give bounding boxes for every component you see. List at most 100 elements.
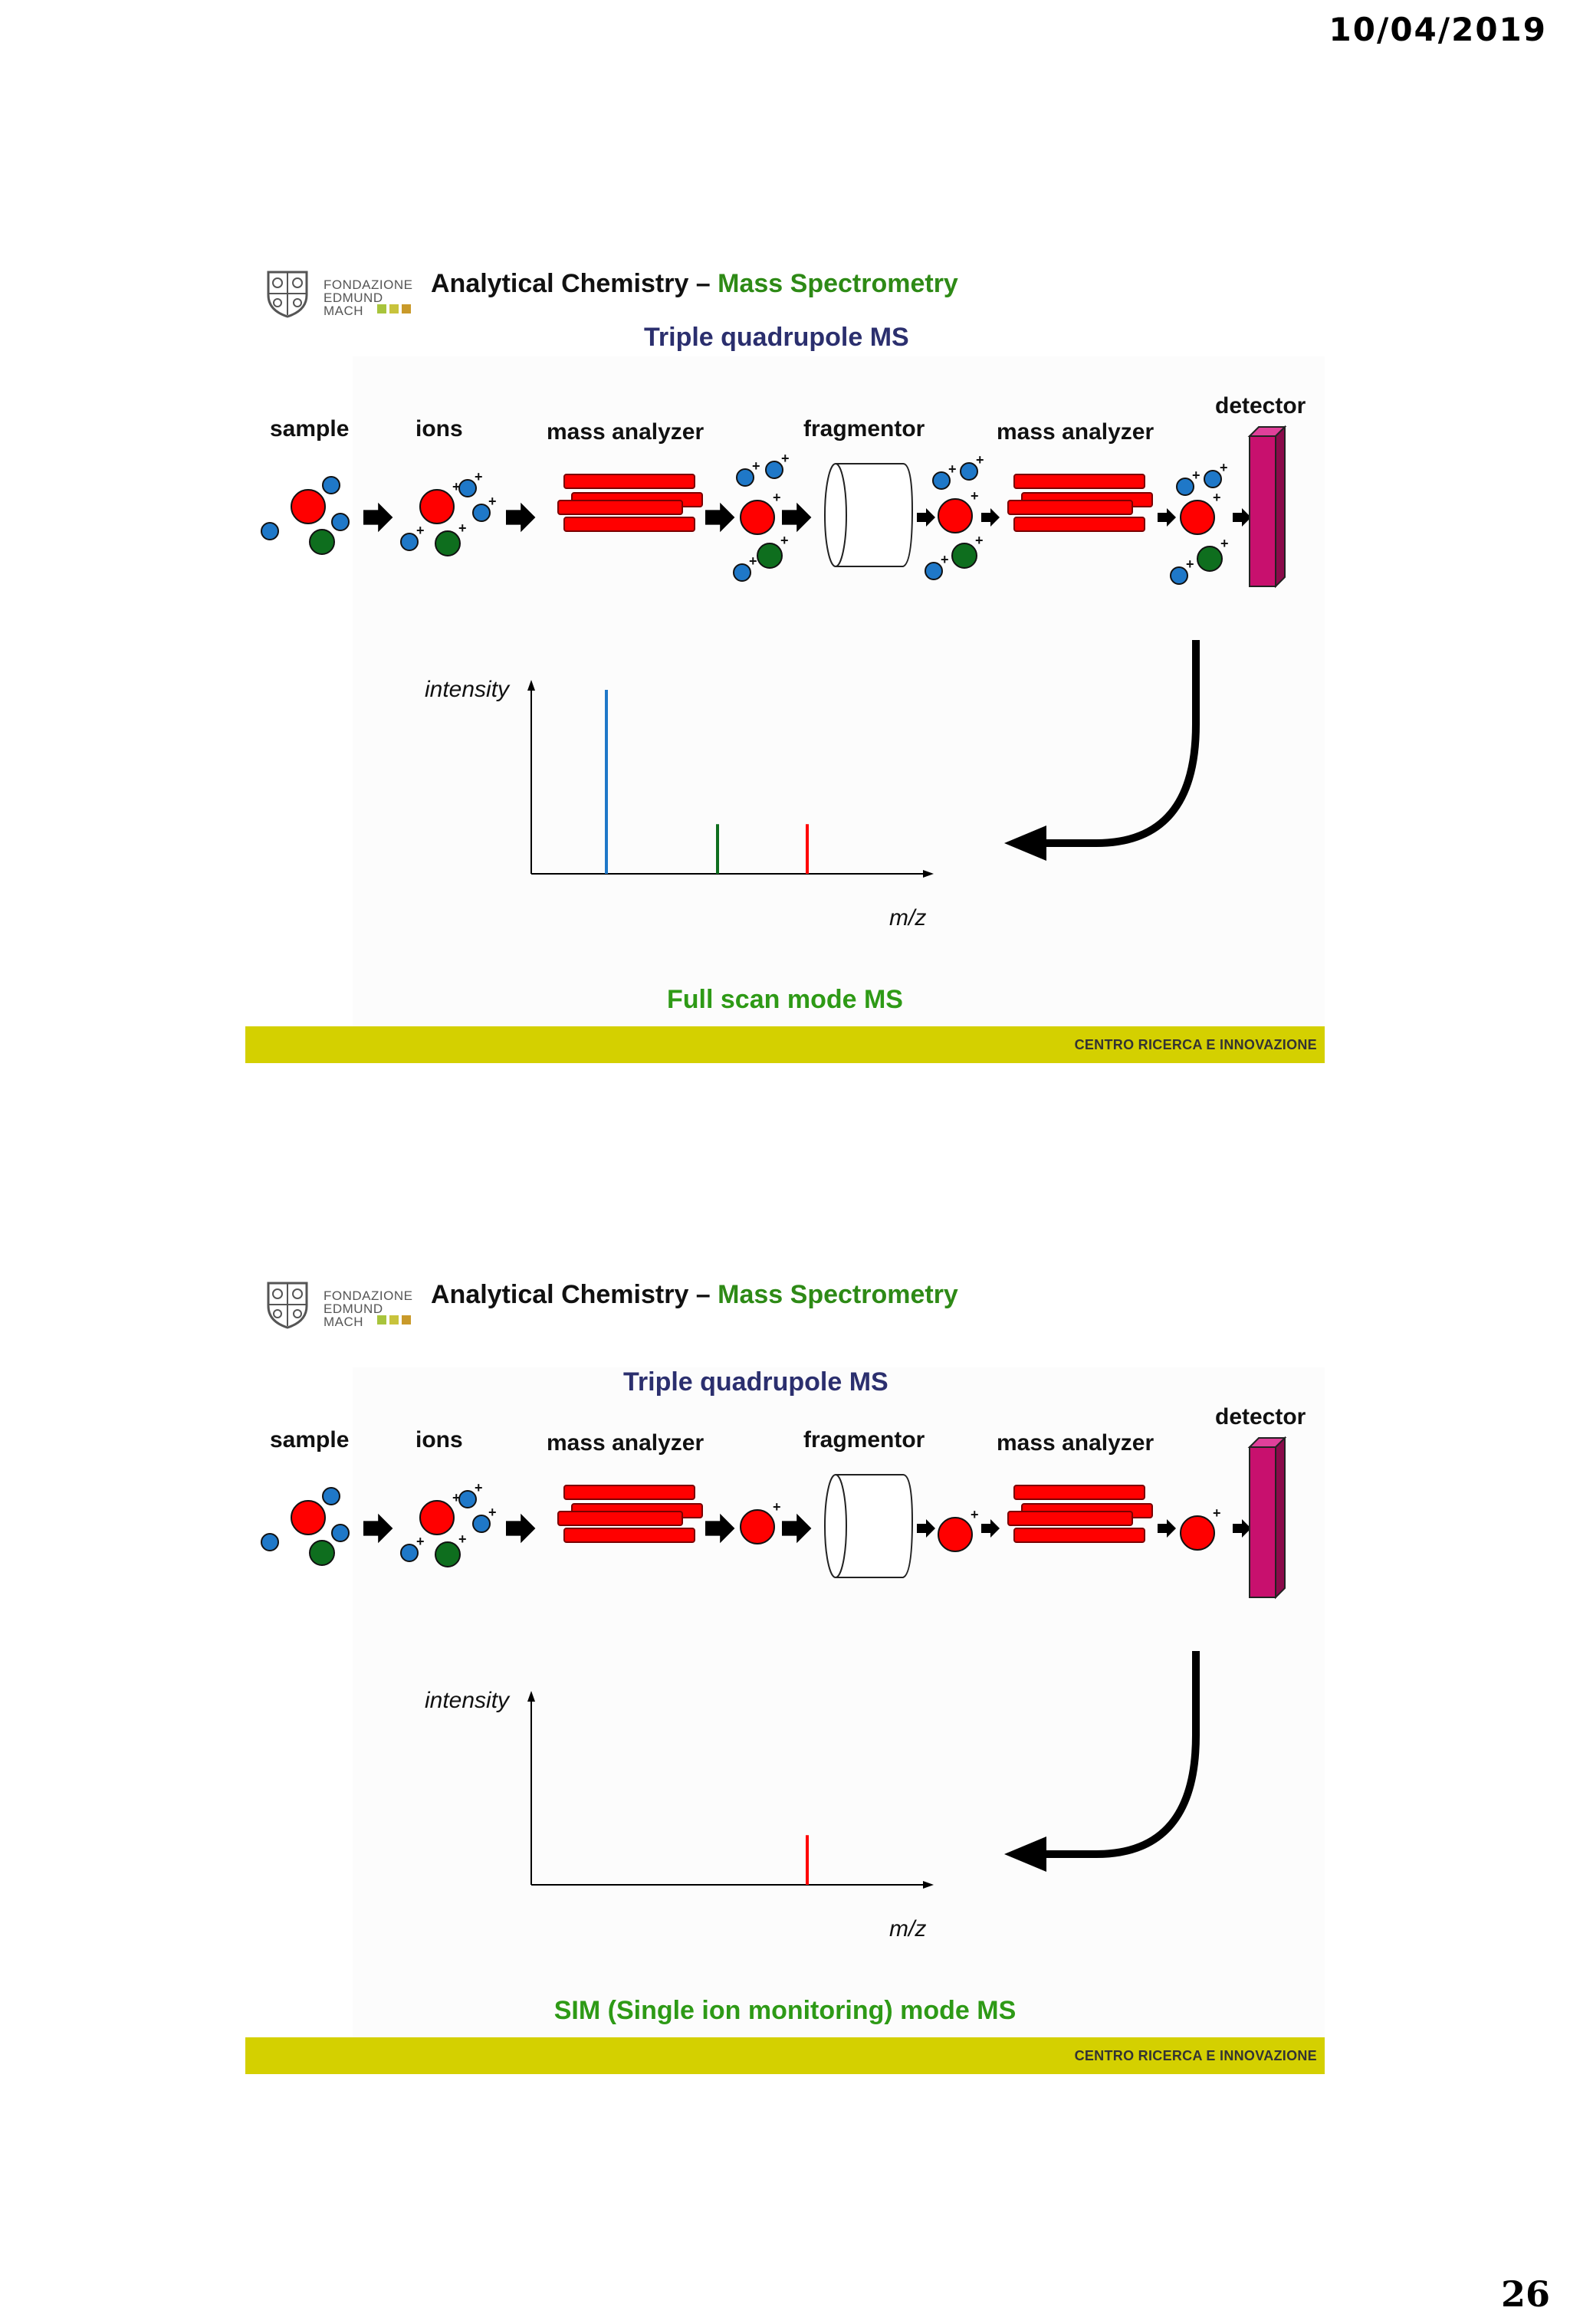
sample-molecule: [261, 1533, 279, 1551]
mode-label: SIM (Single ion monitoring) mode MS: [553, 1996, 1017, 2025]
logo-squares-icon: [377, 304, 411, 313]
selected-ion: [740, 1509, 775, 1544]
fragment-ion: [932, 471, 951, 490]
ion: [733, 563, 751, 582]
label-fragmentor: fragmentor: [803, 416, 925, 441]
fem-logo: FONDAZIONE EDMUND MACH: [261, 1277, 414, 1331]
charge-plus: +: [781, 451, 790, 466]
quadrupole-rod: [557, 500, 683, 515]
quadrupole-rod: [1007, 500, 1133, 515]
charge-plus: +: [1220, 460, 1228, 475]
label-mass-analyzer-1: mass analyzer: [547, 419, 705, 445]
label-detector: detector: [1215, 1404, 1306, 1430]
label-detector: detector: [1215, 393, 1306, 419]
fem-crest-icon: [267, 271, 308, 318]
sample-molecule: [331, 1524, 350, 1542]
header-title: Analytical Chemistry – Mass Spectrometry: [431, 269, 958, 299]
selected-ion: [938, 1517, 973, 1552]
ms-diagram: ++++++++: [261, 1436, 1287, 1889]
ion: [458, 1490, 477, 1508]
quadrupole-rod: [557, 1511, 683, 1526]
ion: [1176, 478, 1194, 496]
y-axis-arrowhead: [527, 680, 535, 691]
quadrupole-rod: [563, 517, 695, 532]
slide-full-scan: FONDAZIONE EDMUND MACH Analytical Chemis…: [245, 257, 1325, 1063]
header-title-black: Analytical Chemistry –: [431, 269, 718, 298]
slide-subtitle: Triple quadrupole MS: [623, 1367, 888, 1397]
ion: [740, 500, 775, 535]
fragmentor-cell: [836, 1474, 914, 1578]
footer-bar: CENTRO RICERCA E INNOVAZIONE: [245, 1026, 1325, 1063]
charge-plus: +: [752, 458, 760, 474]
detector-side: [1275, 1436, 1286, 1600]
ion: [400, 1544, 419, 1562]
ms-diagram: ++++++++++++++++++++: [261, 425, 1287, 878]
footer-bar: CENTRO RICERCA E INNOVAZIONE: [245, 2037, 1325, 2074]
fragment-ion: [938, 498, 973, 533]
charge-plus: +: [773, 1499, 781, 1515]
flow-arrow-icon: [917, 508, 935, 527]
label-mass-analyzer-1: mass analyzer: [547, 1430, 705, 1456]
return-arrow-icon: [1043, 1651, 1200, 1858]
sample-molecule: [291, 489, 326, 524]
fragmentor-cell: [836, 463, 914, 567]
detector-side: [1275, 425, 1286, 589]
flow-arrow-icon: [506, 502, 536, 533]
ion: [736, 468, 754, 487]
quadrupole-rod: [563, 474, 695, 489]
page-date: 10/04/2019: [1329, 11, 1547, 48]
flow-arrow-icon: [917, 1519, 935, 1538]
ion: [400, 533, 419, 551]
charge-plus: +: [475, 1480, 483, 1495]
flow-arrow-icon: [705, 502, 735, 533]
charge-plus: +: [948, 461, 957, 477]
y-axis-label: intensity: [425, 1688, 510, 1713]
ion: [757, 543, 783, 569]
flow-arrow-icon: [506, 1513, 536, 1544]
sample-molecule: [309, 1540, 335, 1566]
ion: [1180, 500, 1215, 535]
label-ions: ions: [415, 416, 463, 441]
label-ions: ions: [415, 1427, 463, 1452]
slide-subtitle: Triple quadrupole MS: [644, 323, 909, 352]
ion: [419, 489, 455, 524]
charge-plus: +: [780, 533, 789, 548]
flow-arrow-icon: [1158, 1519, 1176, 1538]
x-axis-label: m/z: [889, 905, 927, 931]
return-arrow-head: [1004, 1837, 1046, 1872]
ion: [435, 530, 461, 556]
sample-molecule: [261, 522, 279, 540]
quadrupole-rod: [1013, 1485, 1145, 1500]
label-mass-analyzer-2: mass analyzer: [997, 1430, 1155, 1456]
header-title-green: Mass Spectrometry: [718, 269, 958, 298]
quadrupole-rod: [1007, 1511, 1133, 1526]
quadrupole-rod: [1013, 1528, 1145, 1543]
fem-crest-icon: [267, 1282, 308, 1329]
detector-plate: [1249, 435, 1276, 587]
header-title-black: Analytical Chemistry –: [431, 1280, 718, 1309]
logo-squares-icon: [377, 1315, 411, 1324]
ion: [765, 461, 783, 479]
label-mass-analyzer-2: mass analyzer: [997, 419, 1155, 445]
quadrupole-rod: [563, 1528, 695, 1543]
return-arrow-icon: [1043, 640, 1200, 847]
charge-plus: +: [416, 523, 425, 538]
fragment-ion: [925, 562, 943, 580]
flow-arrow-icon: [782, 1513, 812, 1544]
charge-plus: +: [941, 552, 949, 567]
ion: [458, 479, 477, 497]
charge-plus: +: [1192, 468, 1200, 483]
sample-molecule: [322, 1487, 340, 1505]
flow-arrow-icon: [705, 1513, 735, 1544]
sample-molecule: [309, 529, 335, 555]
mode-label: Full scan mode MS: [667, 985, 903, 1014]
ion: [472, 1515, 491, 1533]
flow-arrow-icon: [363, 1513, 393, 1544]
flow-arrow-icon: [1158, 508, 1176, 527]
label-sample: sample: [270, 1427, 350, 1452]
charge-plus: +: [1186, 556, 1194, 572]
y-axis-label: intensity: [425, 677, 510, 702]
charge-plus: +: [975, 533, 984, 548]
label-sample: sample: [270, 416, 350, 441]
x-axis-label: m/z: [889, 1916, 927, 1942]
